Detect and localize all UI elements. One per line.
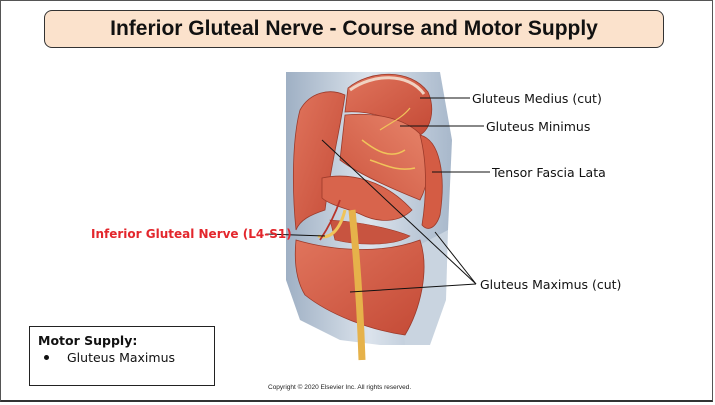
bullet-icon bbox=[44, 355, 49, 360]
motor-supply-heading: Motor Supply: bbox=[38, 333, 206, 348]
label-inferior-gluteal-nerve: Inferior Gluteal Nerve (L4-S1) bbox=[91, 227, 292, 241]
label-gluteus-medius: Gluteus Medius (cut) bbox=[472, 91, 602, 106]
label-gluteus-minimus: Gluteus Minimus bbox=[486, 119, 590, 134]
motor-supply-item-label: Gluteus Maximus bbox=[67, 350, 175, 365]
motor-supply-list: Gluteus Maximus bbox=[38, 350, 206, 365]
list-item: Gluteus Maximus bbox=[38, 350, 206, 365]
label-gluteus-maximus: Gluteus Maximus (cut) bbox=[480, 277, 621, 292]
motor-supply-box: Motor Supply: Gluteus Maximus bbox=[29, 326, 215, 386]
label-tensor-fascia-lata: Tensor Fascia Lata bbox=[492, 165, 606, 180]
copyright-notice: Copyright © 2020 Elsevier Inc. All right… bbox=[268, 384, 411, 391]
